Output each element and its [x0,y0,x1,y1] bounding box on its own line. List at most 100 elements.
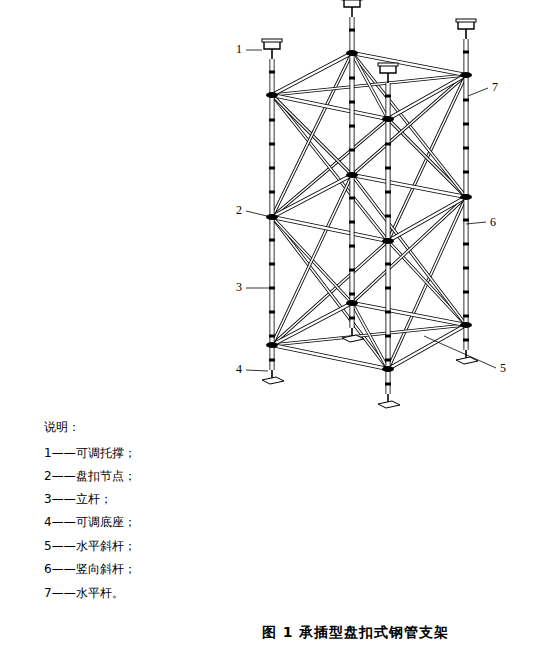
post-ring [385,167,391,170]
horizontal-bar [272,303,352,345]
post-ring [349,221,355,224]
leader-line [468,88,488,96]
horizontal-bar [388,197,466,241]
base-plate [342,335,364,342]
post-ring [349,293,355,296]
horizontal-bar [388,325,466,369]
horizontal-bar [388,325,466,369]
legend-note: 说明： [44,420,80,434]
post-ring [349,125,355,128]
post-ring [463,147,469,150]
post-ring [349,245,355,248]
disk-node [460,322,472,328]
post-ring [349,269,355,272]
post-ring [269,311,275,314]
horizontal-bar [352,175,466,197]
callout-number: 5 [500,361,506,375]
horizontal-bar [272,345,388,369]
post-ring [385,335,391,338]
horizontal-bar [388,75,466,119]
post-ring [385,383,391,386]
post-ring [349,317,355,320]
vertical-diagonal [352,53,466,197]
post-ring [269,143,275,146]
post-ring [269,239,275,242]
leader-line [246,288,269,289]
callout-number: 1 [236,42,242,56]
callout-number: 7 [492,80,498,94]
legend-note: 3——立杆； [44,492,112,506]
vertical-diagonal [388,75,466,241]
vertical-diagonal [272,175,352,345]
u-head-plate [262,39,282,42]
disk-node [266,342,278,348]
disk-node [460,194,472,200]
post-ring [463,339,469,342]
scaffold-frame [262,0,478,408]
vertical-diagonal [388,75,466,241]
base-plate [262,377,284,384]
post-ring [463,315,469,318]
post-ring [269,287,275,290]
callout-number: 2 [236,203,242,217]
post-ring [463,171,469,174]
vertical-diagonal [272,53,352,217]
post-ring [385,143,391,146]
legend-note: 1——可调托撑； [44,446,136,460]
post-ring [463,267,469,270]
vertical-diagonal [388,197,466,369]
vertical-diagonal [352,75,466,175]
disk-node [382,116,394,122]
post-ring [269,71,275,74]
post-ring [463,99,469,102]
post-ring [269,119,275,122]
post-ring [349,149,355,152]
post-ring [349,29,355,32]
horizontal-bar [272,303,352,345]
top-screw [387,73,389,83]
top-screw [351,7,353,17]
u-head-plate [456,19,476,22]
leader-line [246,50,262,51]
disk-node [346,50,358,56]
post-ring [385,263,391,266]
horizontal-bar [352,303,466,325]
vertical-diagonal [352,197,466,303]
vertical-diagonal [272,217,388,369]
figure-caption: 图 1 承插型盘扣式钢管支架 [262,624,450,641]
legend-note: 5——水平斜杆； [44,539,136,553]
post-ring [385,287,391,290]
base-plate [456,357,478,364]
horizontal-bar [352,53,466,75]
vertical-diagonal [272,53,352,217]
disk-node [346,172,358,178]
post-ring [349,77,355,80]
callout-number: 4 [236,362,242,376]
post-ring [385,191,391,194]
vertical-diagonal [272,217,388,369]
disk-node [382,366,394,372]
u-head [344,0,360,7]
top-screw [465,29,467,39]
vertical-diagonal [352,175,466,325]
base-plate [378,401,400,408]
disk-node [346,300,358,306]
legend-note: 4——可调底座； [44,515,136,529]
callout-number: 6 [490,215,496,229]
horizontal-bar [272,53,352,95]
post-ring [463,51,469,54]
horizontal-bar [272,217,388,241]
post-ring [269,335,275,338]
horizontal-bar [272,175,352,217]
u-head-plate [378,63,398,66]
vertical-diagonal [352,75,466,175]
vertical-diagonal [352,197,466,303]
horizontal-bar [272,175,352,217]
vertical-diagonal [352,53,466,197]
leader-line [424,336,496,368]
disk-node [382,238,394,244]
post-ring [349,197,355,200]
post-ring [269,167,275,170]
